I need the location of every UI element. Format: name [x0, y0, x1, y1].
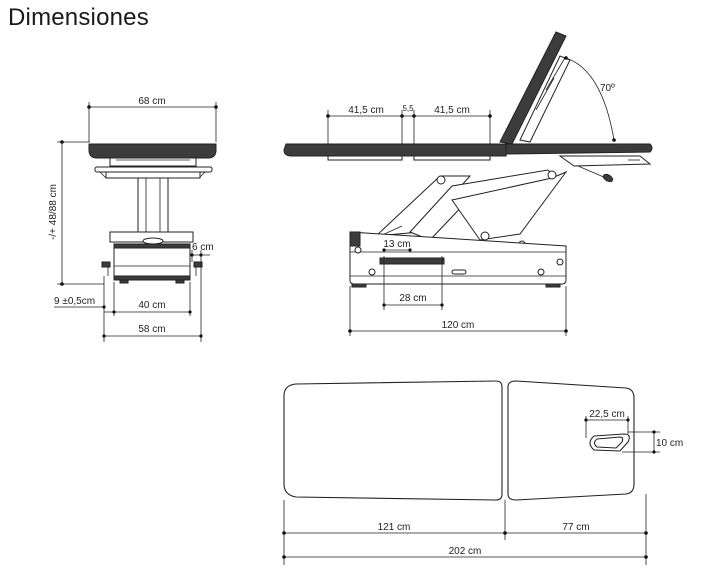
front-base-outer-label: 58 cm — [138, 324, 165, 335]
side-angle-label: 70º — [600, 83, 615, 94]
side-seg-right-label: 41,5 cm — [434, 105, 470, 116]
top-head-length-label: 77 cm — [562, 522, 589, 533]
side-seg-left-label: 41,5 cm — [348, 105, 384, 116]
page-title: Dimensiones — [8, 4, 149, 31]
side-base-inner-label: 28 cm — [399, 293, 426, 304]
front-width-label: 68 cm — [138, 96, 165, 107]
side-seg-gap-label: 5,5 — [402, 104, 414, 113]
front-floor-clearance-label: 9 ±0,5cm — [54, 296, 95, 307]
top-total-length-label: 202 cm — [449, 546, 482, 557]
top-body-length-label: 121 cm — [378, 522, 411, 533]
front-height-label: -/+ 48/88 cm — [48, 184, 59, 240]
top-face-hole-width-label: 22,5 cm — [589, 409, 625, 420]
top-view: 22,5 cm 10 cm 121 cm 77 cm 202 cm — [282, 380, 683, 565]
top-face-hole-height-label: 10 cm — [656, 438, 683, 449]
side-base-length-label: 120 cm — [442, 320, 475, 331]
front-view: 68 cm -/+ 48/88 cm — [48, 96, 218, 342]
side-base-detail-label: 13 cm — [383, 239, 410, 250]
front-side-offset-label: 6 cm — [192, 242, 214, 253]
side-view: 41,5 cm 5,5 41,5 cm 70º — [283, 31, 653, 336]
front-base-inner-label: 40 cm — [138, 300, 165, 311]
